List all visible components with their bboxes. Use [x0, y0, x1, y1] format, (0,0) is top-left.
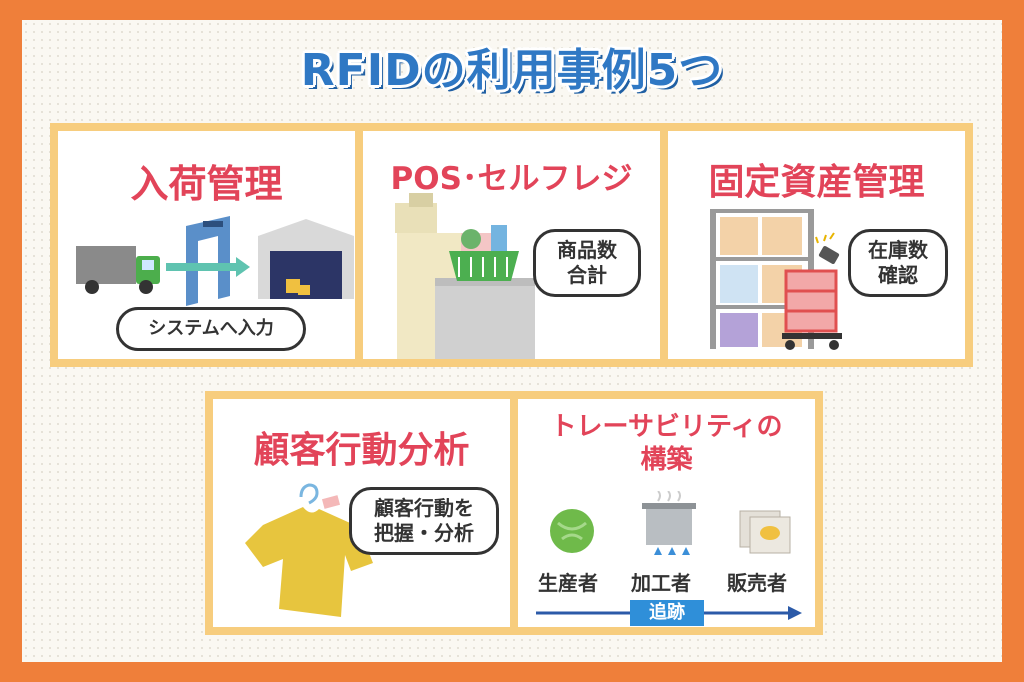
shelf-icon: [710, 209, 814, 349]
card-traceability: トレーサビリティの 構築 生産者 加工者 販売者 追跡: [510, 391, 823, 635]
shirt-icon: [245, 507, 373, 617]
packaged-goods-icon: [739, 510, 791, 554]
hanger-icon: [299, 483, 319, 505]
card-title: POS･セルフレジ: [390, 161, 633, 197]
shelf-illustration: [710, 209, 842, 350]
card-customer-behavior: 顧客行動分析 顧客行動を 把握・分析: [205, 391, 518, 635]
card-receiving: 入荷管理 システムへ入力: [50, 123, 363, 367]
receiving-illustration: [76, 216, 354, 306]
speech-bubble: 商品数 合計: [533, 229, 641, 297]
stage-label: 加工者: [631, 571, 691, 595]
card-title: 顧客行動分析: [253, 430, 470, 471]
basket-icon: [449, 225, 519, 281]
counter-icon: [435, 278, 535, 359]
card-fixed-assets: 固定資産管理 在庫数 確認: [660, 123, 973, 367]
card-title: 固定資産管理: [708, 162, 925, 203]
card-pos: POS･セルフレジ 商品数 合計: [355, 123, 668, 367]
stage-label: 生産者: [538, 571, 598, 595]
cabbage-icon: [550, 509, 594, 553]
card-title: 入荷管理: [130, 162, 283, 206]
stage-label: 販売者: [727, 571, 787, 595]
tag-icon: [321, 495, 341, 509]
page-title: RFIDの利用事例5つ: [300, 45, 724, 96]
trace-label: 追跡: [630, 600, 704, 626]
pot-icon: [642, 491, 696, 555]
card-title: トレーサビリティの 構築: [518, 411, 815, 476]
speech-bubble: 顧客行動を 把握・分析: [349, 487, 499, 555]
rfid-gate-icon: [186, 216, 230, 306]
truck-icon: [76, 246, 160, 294]
shirt-illustration: [245, 483, 373, 617]
cart-icon: [782, 269, 842, 350]
card-title-text: トレーサビリティの 構築: [550, 412, 783, 475]
speech-bubble: 在庫数 確認: [848, 229, 948, 297]
arrow-icon: [166, 257, 250, 277]
register-illustration: [395, 193, 535, 359]
warehouse-icon: [258, 219, 354, 299]
traceability-illustration: [550, 491, 791, 555]
speech-bubble: システムへ入力: [116, 307, 306, 351]
scanner-icon: [815, 232, 840, 264]
